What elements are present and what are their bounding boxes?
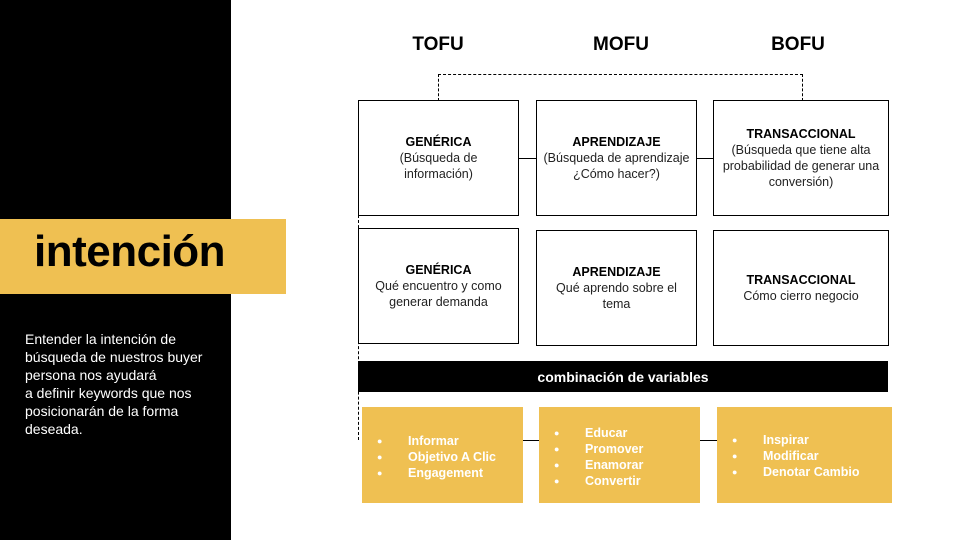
- action-box-tofu: Informar Objetivo A Clic Engagement: [362, 407, 523, 503]
- variables-bar: combinación de variables: [358, 361, 888, 392]
- connector-line: [697, 158, 713, 159]
- box-body: Cómo cierro negocio: [743, 289, 859, 303]
- connector-line: [523, 440, 539, 441]
- goal-box-generic: GENÉRICA Qué encuentro y como generar de…: [358, 228, 519, 344]
- list-item: Convertir: [539, 473, 700, 489]
- stage-bracket: [438, 74, 803, 101]
- description-line: deseada.: [25, 421, 83, 437]
- list-item: Engagement: [362, 465, 523, 481]
- stage-label-mofu: MOFU: [593, 34, 649, 55]
- list-item: Informar: [362, 433, 523, 449]
- slide-title: intención: [34, 227, 226, 276]
- box-heading: GENÉRICA: [405, 263, 472, 277]
- description-line: búsqueda de nuestros buyer: [25, 349, 203, 365]
- description-line: Entender la intención de: [25, 331, 176, 347]
- search-intent-box-transactional: TRANSACCIONAL (Búsqueda que tiene alta p…: [713, 100, 889, 216]
- search-intent-box-generic: GENÉRICA (Búsqueda de información): [358, 100, 519, 216]
- connector-line: [700, 440, 717, 441]
- action-box-mofu: Educar Promover Enamorar Convertir: [539, 407, 700, 503]
- goal-box-learning: APRENDIZAJE Qué aprendo sobre el tema: [536, 230, 697, 346]
- description-line: persona nos ayudará: [25, 367, 157, 383]
- connector-line: [519, 158, 536, 159]
- action-box-bofu: Inspirar Modificar Denotar Cambio: [717, 407, 892, 503]
- search-intent-box-learning: APRENDIZAJE (Búsqueda de aprendizaje ¿Có…: [536, 100, 697, 216]
- list-item: Promover: [539, 441, 700, 457]
- title-band: intención: [0, 219, 286, 294]
- list-item: Inspirar: [717, 432, 892, 448]
- box-heading: TRANSACCIONAL: [746, 273, 856, 287]
- box-body: Qué aprendo sobre el tema: [556, 281, 677, 311]
- box-body: (Búsqueda de información): [399, 151, 478, 181]
- box-body: Qué encuentro y como generar demanda: [375, 279, 502, 309]
- box-body: (Búsqueda que tiene alta probabilidad de…: [722, 143, 880, 189]
- box-heading: TRANSACCIONAL: [746, 127, 856, 141]
- list-item: Educar: [539, 425, 700, 441]
- box-heading: APRENDIZAJE: [572, 265, 661, 279]
- description-line: a definir keywords que nos: [25, 385, 192, 401]
- stage-label-bofu: BOFU: [771, 34, 825, 55]
- stage-label-tofu: TOFU: [412, 34, 464, 55]
- box-heading: APRENDIZAJE: [572, 135, 661, 149]
- description-line: posicionarán de la forma: [25, 403, 179, 419]
- slide-description: Entender la intención de búsqueda de nue…: [25, 330, 225, 438]
- box-body: (Búsqueda de aprendizaje ¿Cómo hacer?): [543, 151, 690, 181]
- list-item: Enamorar: [539, 457, 700, 473]
- box-heading: GENÉRICA: [405, 135, 472, 149]
- goal-box-transactional: TRANSACCIONAL Cómo cierro negocio: [713, 230, 889, 346]
- list-item: Objetivo A Clic: [362, 449, 523, 465]
- list-item: Denotar Cambio: [717, 464, 892, 480]
- list-item: Modificar: [717, 448, 892, 464]
